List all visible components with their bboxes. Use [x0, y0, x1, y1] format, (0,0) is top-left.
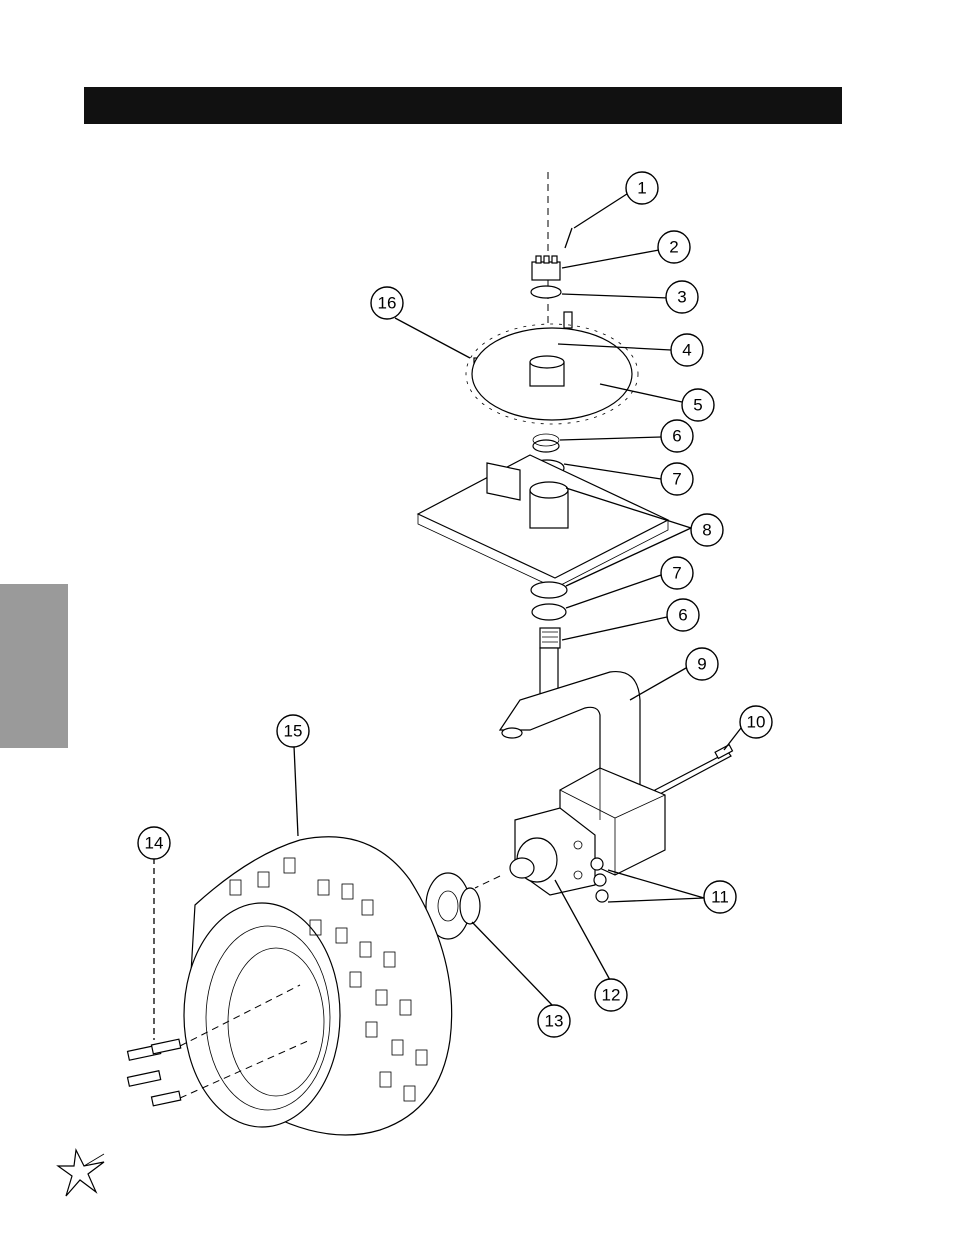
svg-text:8: 8: [702, 521, 711, 540]
svg-text:10: 10: [747, 713, 766, 732]
callout-12: 12: [595, 979, 627, 1011]
callout-16: 16: [371, 287, 403, 319]
svg-text:12: 12: [602, 986, 621, 1005]
svg-text:11: 11: [711, 888, 729, 907]
star-burst-logo-icon: [58, 1150, 104, 1196]
svg-text:15: 15: [284, 722, 303, 741]
part-bearing-lower: [532, 604, 566, 620]
svg-text:2: 2: [669, 238, 678, 257]
svg-text:4: 4: [682, 341, 691, 360]
callout-15: 15: [277, 715, 309, 747]
svg-text:13: 13: [545, 1012, 564, 1031]
callout-4: 4: [671, 334, 703, 366]
callout-5: 5: [682, 389, 714, 421]
svg-text:6: 6: [678, 606, 687, 625]
callout-1: 1: [626, 172, 658, 204]
callout-7-upper: 7: [661, 463, 693, 495]
callout-7-lower: 7: [661, 557, 693, 589]
svg-text:9: 9: [697, 655, 706, 674]
callout-8: 8: [691, 514, 723, 546]
svg-text:1: 1: [637, 179, 646, 198]
part-drive-shaft: [655, 745, 732, 795]
callout-6-lower: 6: [667, 599, 699, 631]
part-washer: [531, 286, 561, 298]
part-sprocket: [466, 324, 638, 424]
svg-text:5: 5: [693, 396, 702, 415]
svg-text:7: 7: [672, 470, 681, 489]
svg-text:7: 7: [672, 564, 681, 583]
hub-axis: [475, 876, 500, 888]
part-castle-nut: [532, 256, 560, 280]
svg-text:6: 6: [672, 427, 681, 446]
callout-10: 10: [740, 706, 772, 738]
part-tire: [184, 837, 452, 1135]
svg-text:16: 16: [378, 294, 397, 313]
svg-text:14: 14: [145, 834, 164, 853]
part-caster-yoke: [500, 648, 640, 790]
callout-6-upper: 6: [661, 420, 693, 452]
part-bushing-upper: [533, 434, 559, 452]
callout-3: 3: [666, 281, 698, 313]
part-cotter-pin: [565, 228, 572, 248]
callout-11: 11: [704, 881, 736, 913]
svg-text:3: 3: [677, 288, 686, 307]
callout-13: 13: [538, 1005, 570, 1037]
callout-9: 9: [686, 648, 718, 680]
callout-2: 2: [658, 231, 690, 263]
part-bushing-lower: [540, 628, 560, 648]
callout-14: 14: [138, 827, 170, 859]
part-mounting-plate: [418, 455, 668, 598]
